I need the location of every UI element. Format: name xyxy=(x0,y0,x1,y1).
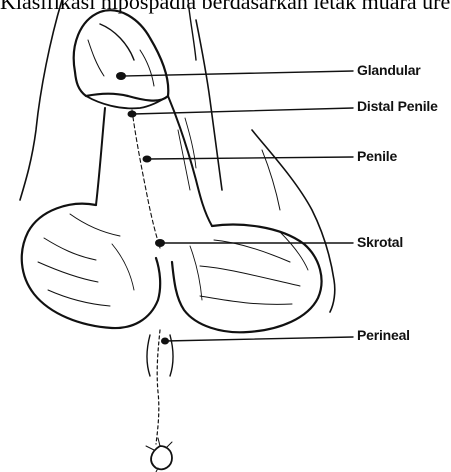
meatus-skrotal-dot xyxy=(155,239,165,247)
anus-outline xyxy=(151,446,172,469)
label-glandular: Glandular xyxy=(357,62,421,78)
perineum-left xyxy=(147,335,150,376)
scrotum-left-wrinkle-3 xyxy=(48,290,110,306)
glans-shade-1 xyxy=(88,40,104,76)
meatus-distal-penile-dot xyxy=(128,111,137,118)
leader-glandular xyxy=(122,71,353,76)
shaft-midline xyxy=(132,110,160,248)
shaft-right xyxy=(168,96,212,226)
meatus-perineal-dot xyxy=(161,338,169,345)
thigh-left xyxy=(20,0,62,200)
shaft-top-right-2 xyxy=(188,0,196,60)
perineum-raphe xyxy=(156,330,160,444)
thigh-right-2 xyxy=(262,150,280,210)
meatus-glandular-dot xyxy=(116,72,126,80)
scrotum-left-wrinkle-2 xyxy=(38,262,98,282)
scrotum-right-wrinkle-3 xyxy=(200,296,292,304)
label-skrotal: Skrotal xyxy=(357,234,403,250)
scrotum-right xyxy=(172,225,322,333)
scrotum-left xyxy=(22,204,160,328)
scrotum-right-wrinkle-2 xyxy=(200,266,300,286)
scrotum-left-wrinkle-1 xyxy=(44,238,96,260)
label-penile: Penile xyxy=(357,148,397,164)
leader-perineal xyxy=(165,337,353,341)
glans-inner-fold xyxy=(100,24,134,60)
shaft-top-right xyxy=(196,20,222,190)
leader-penile xyxy=(148,157,353,159)
label-distal-penile: Distal Penile xyxy=(357,98,438,114)
glans-outline xyxy=(74,10,169,100)
corona-line xyxy=(86,96,168,108)
glans-shade-2 xyxy=(140,50,154,86)
shaft-left xyxy=(96,108,105,205)
scrotum-left-wrinkle-4 xyxy=(70,214,120,236)
label-perineal: Perineal xyxy=(357,327,410,343)
meatus-penile-dot xyxy=(143,156,152,163)
scrotum-right-wrinkle-4 xyxy=(190,246,202,300)
leader-distal-penile xyxy=(133,108,353,114)
scrotum-left-wrinkle-5 xyxy=(112,244,134,290)
